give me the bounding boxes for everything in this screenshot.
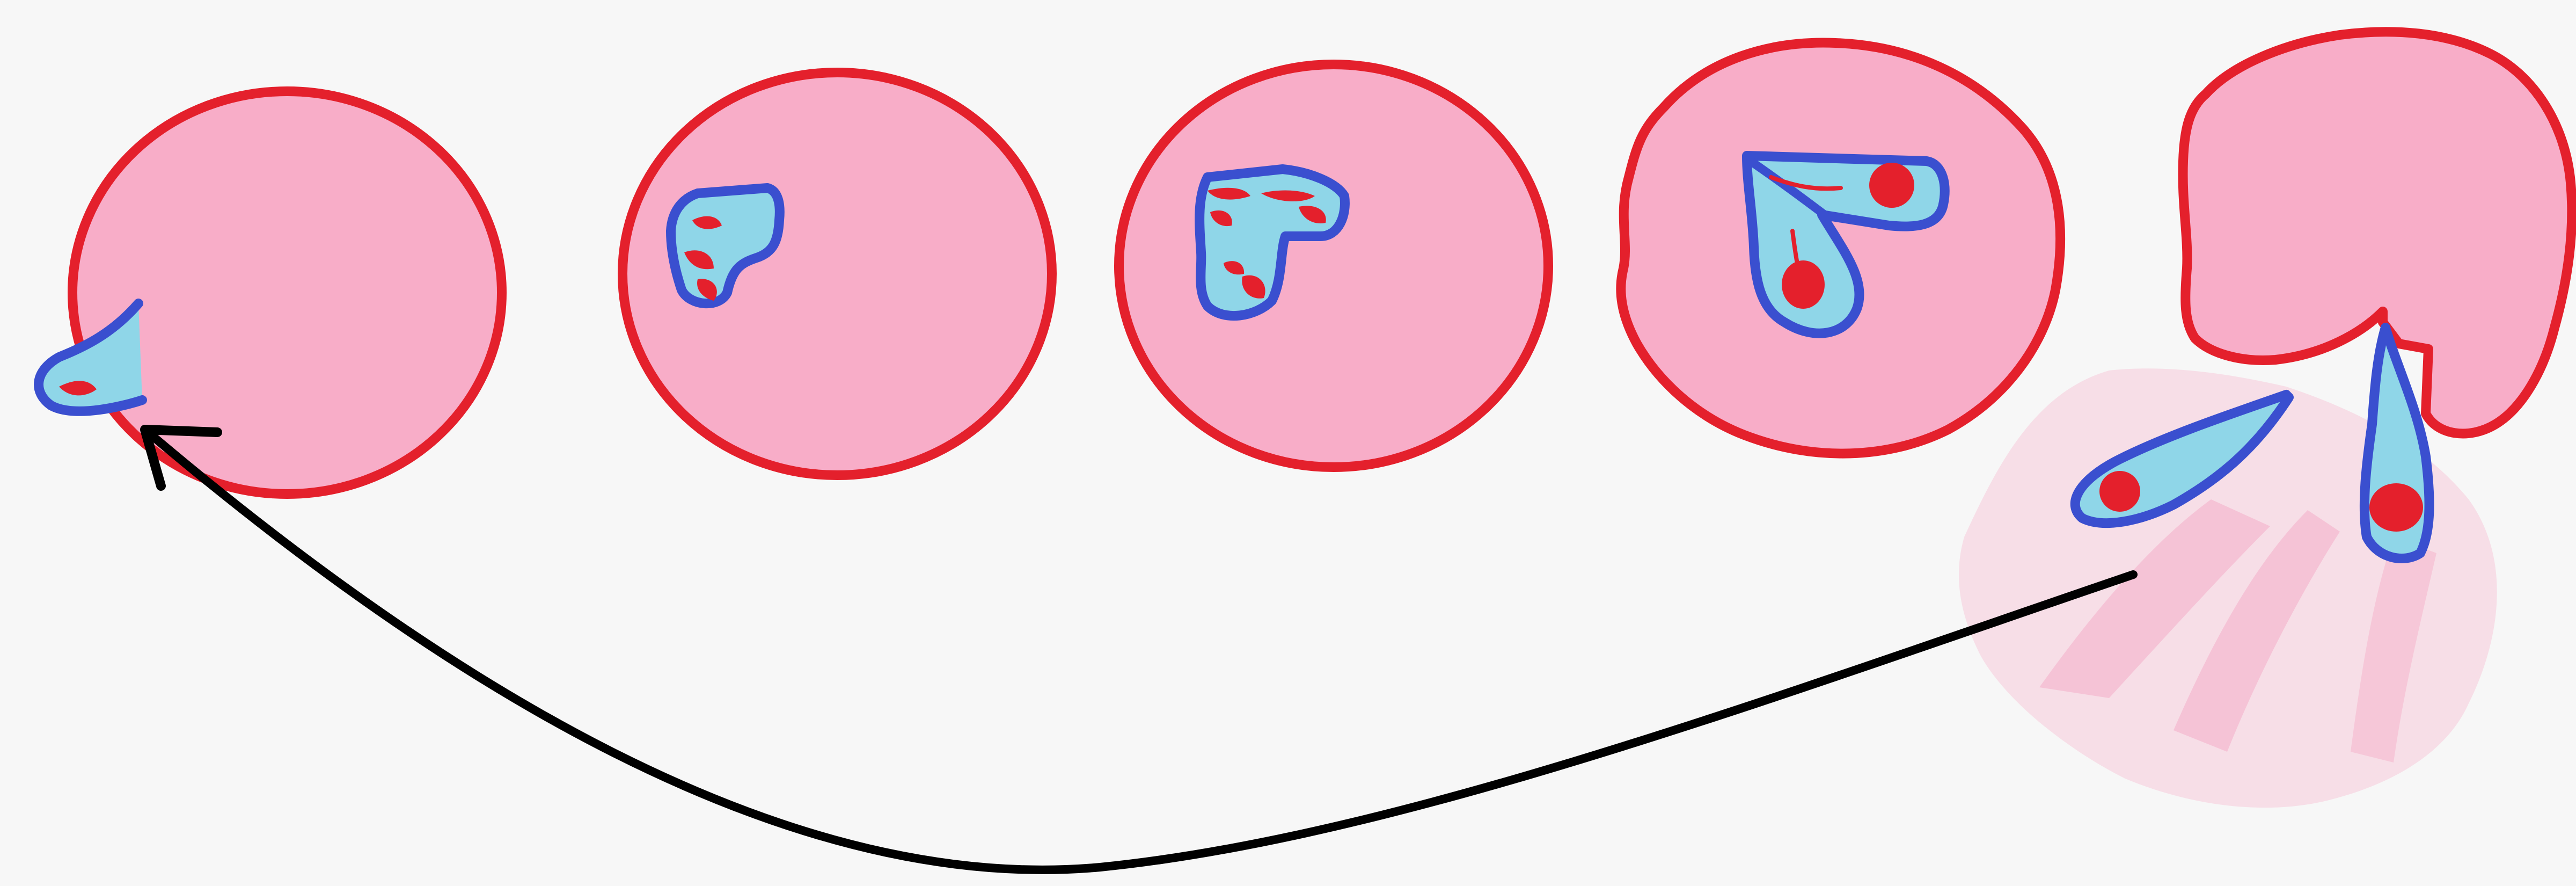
host-cell [1119,64,1548,467]
stage-2-cell [623,72,1052,475]
merozoite-nucleus [2099,471,2140,512]
host-cell [72,91,502,494]
merozoite-nucleus [1782,260,1825,309]
merozoite-nucleus [1869,163,1914,208]
stage-3-cell [1119,64,1548,467]
stage-4-cell [1621,43,2060,454]
merozoite-nucleus [2369,483,2423,532]
